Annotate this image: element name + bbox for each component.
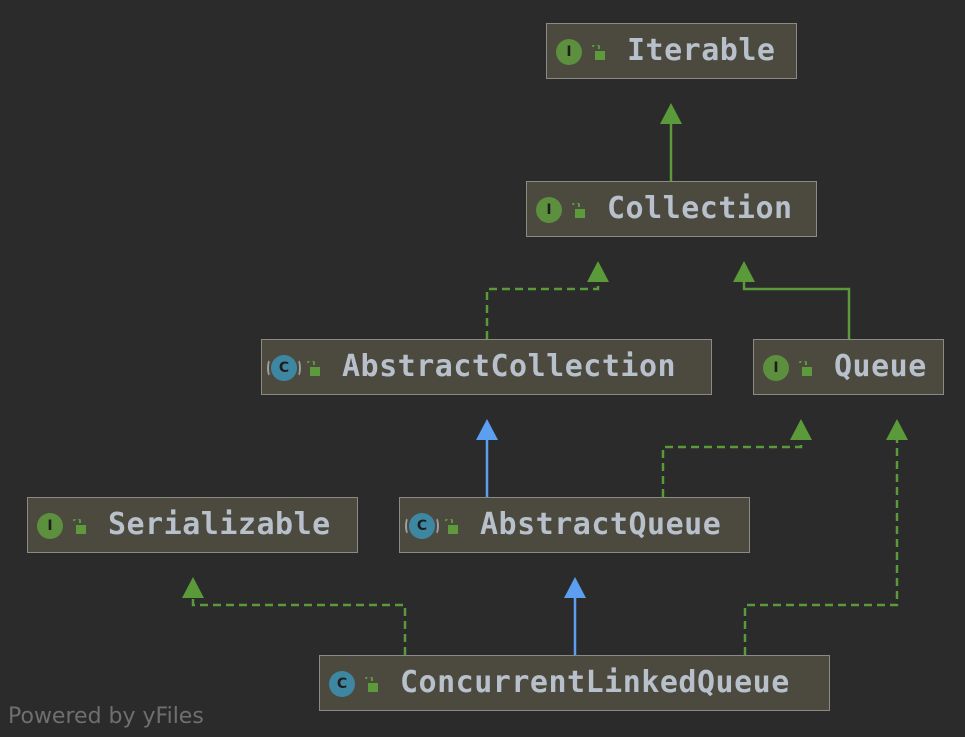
node-abstract-collection[interactable]: C AbstractCollection — [261, 339, 712, 395]
node-queue[interactable]: I Queue — [753, 339, 944, 395]
edge-abstract_queue-to-queue — [661, 439, 803, 497]
arrowhead-abstract_queue-to-abstract_collection — [476, 419, 498, 440]
node-label: Iterable — [627, 33, 776, 68]
node-label: AbstractQueue — [480, 507, 722, 542]
node-label: Collection — [607, 191, 793, 226]
node-abstract-queue[interactable]: C AbstractQueue — [399, 497, 750, 553]
unlocked-public-icon — [307, 361, 320, 376]
interface-icon: I — [763, 355, 789, 381]
arrowhead-abstract_collection-to-collection — [587, 261, 609, 282]
arrowhead-concurrent_linked_queue-to-abstract_queue — [564, 577, 586, 598]
unlocked-public-icon — [799, 361, 812, 376]
node-collection[interactable]: I Collection — [526, 181, 817, 237]
arrowhead-queue-to-collection — [733, 261, 755, 282]
interface-icon: I — [37, 513, 63, 539]
node-serializable[interactable]: I Serializable — [27, 497, 358, 553]
unlocked-public-icon — [592, 45, 605, 60]
node-label: ConcurrentLinkedQueue — [400, 665, 790, 700]
interface-icon: I — [536, 197, 562, 223]
interface-icon: I — [556, 39, 582, 65]
abstract-class-icon: C — [405, 513, 439, 539]
arrowhead-abstract_queue-to-queue — [790, 419, 812, 440]
edge-abstract_collection-to-collection — [485, 281, 600, 339]
edge-concurrent_linked_queue-to-serializable — [191, 597, 407, 655]
arrowhead-concurrent_linked_queue-to-queue — [886, 419, 908, 440]
node-iterable[interactable]: I Iterable — [546, 23, 797, 79]
edge-concurrent_linked_queue-to-queue — [743, 439, 899, 655]
node-concurrent-linked-queue[interactable]: C ConcurrentLinkedQueue — [319, 655, 830, 711]
unlocked-public-icon — [572, 203, 585, 218]
unlocked-public-icon — [73, 519, 86, 534]
arrowhead-collection-to-iterable — [660, 103, 682, 124]
arrowhead-concurrent_linked_queue-to-serializable — [182, 577, 204, 598]
unlocked-public-icon — [365, 677, 378, 692]
abstract-class-icon: C — [267, 355, 301, 381]
unlocked-public-icon — [445, 519, 458, 534]
node-label: AbstractCollection — [342, 349, 677, 384]
node-label: Serializable — [108, 507, 331, 542]
node-label: Queue — [834, 349, 927, 384]
edge-queue-to-collection — [742, 281, 851, 339]
class-icon: C — [329, 671, 355, 697]
footer-credit: Powered by yFiles — [8, 704, 204, 729]
